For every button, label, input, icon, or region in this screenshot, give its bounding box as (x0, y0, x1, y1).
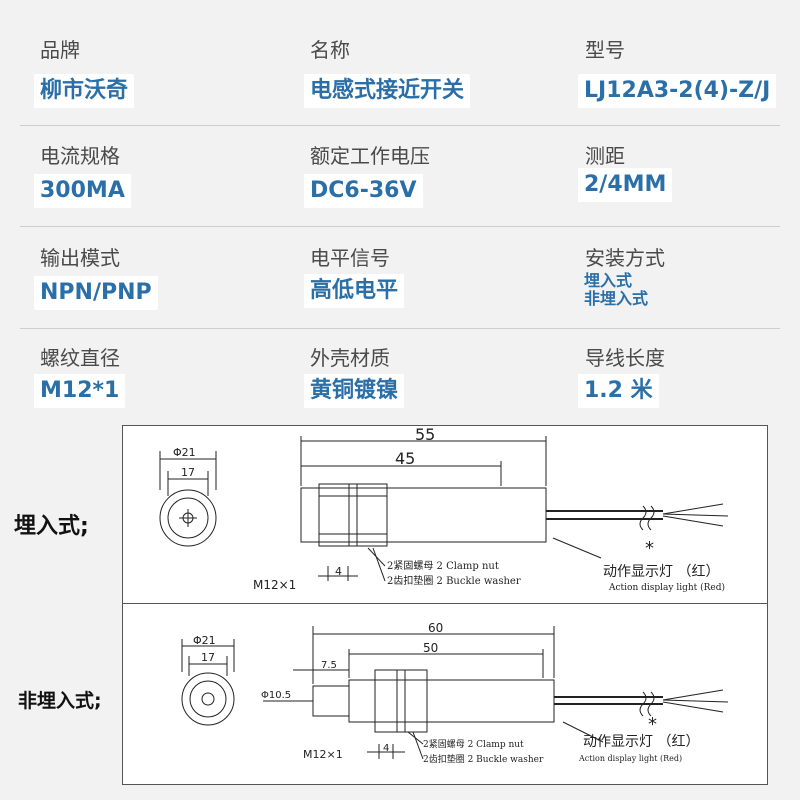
spec-label-current: 电流规格 (40, 144, 120, 168)
face-inner-circle (167, 497, 209, 539)
hex-width-label: 17 (201, 651, 215, 664)
face-center-circle (201, 692, 215, 706)
spec-value-mounting-2: 非埋入式 (584, 289, 649, 308)
indicator-label: 动作显示灯 （红） (603, 564, 719, 580)
spec-label-cable: 导线长度 (585, 346, 665, 370)
sensor-body (348, 679, 555, 723)
spec-label-level: 电平信号 (310, 246, 390, 270)
clamp-nut-left (318, 483, 350, 547)
sensor-head (312, 685, 350, 717)
spec-value-level: 高低电平 (304, 274, 405, 308)
non-embedded-side-label: 非埋入式; (18, 690, 102, 712)
washer-label: 2齿扣垫圈 2 Buckle washer (387, 574, 521, 587)
spec-grid: 品牌 柳市沃奇 名称 电感式接近开关 型号 LJ12A3-2(4)-Z/J 电流… (20, 38, 780, 408)
sensor-body (300, 487, 547, 543)
hex-width-label: 17 (181, 466, 195, 479)
spec-value-current: 300MA (34, 174, 131, 208)
protrusion-label: 7.5 (321, 660, 337, 671)
spec-label-output: 输出模式 (40, 246, 120, 270)
spec-label-distance: 测距 (585, 144, 625, 168)
spec-value-name: 电感式接近开关 (304, 74, 471, 108)
non-embedded-drawing-svg: Φ21 17 60 50 7.5 Φ10.5 4 M12×1 2紧固螺母 2 C… (181, 621, 729, 765)
thread-length-label: 50 (423, 641, 438, 655)
spec-value-housing: 黄铜镀镍 (304, 374, 405, 408)
spec-value-mounting-1: 埋入式 (584, 271, 633, 290)
embedded-dimension-drawing: Φ21 17 55 45 4 M12×1 2紧固螺母 2 Clamp nut 2… (122, 425, 768, 605)
spec-label-mounting: 安装方式 (585, 246, 665, 270)
spec-label-thread: 螺纹直径 (40, 346, 120, 370)
spec-label-voltage: 额定工作电压 (310, 144, 430, 168)
spec-value-cable: 1.2 米 (578, 374, 659, 408)
row-divider (20, 328, 780, 329)
non-embedded-dimension-drawing: Φ21 17 60 50 7.5 Φ10.5 4 M12×1 2紧固螺母 2 C… (122, 603, 768, 785)
asterisk-mark: * (648, 714, 657, 735)
clamp-nut-left (374, 669, 398, 733)
spec-value-voltage: DC6-36V (304, 174, 423, 208)
head-diameter-label: Φ10.5 (261, 690, 291, 701)
row-divider (20, 226, 780, 227)
thread-length-label: 45 (395, 449, 415, 468)
total-length-label: 60 (428, 621, 443, 635)
indicator-label: 动作显示灯 （红） (583, 734, 699, 750)
spec-value-model: LJ12A3-2(4)-Z/J (578, 74, 777, 108)
nut-width-label: 4 (383, 743, 389, 754)
spec-label-brand: 品牌 (40, 38, 80, 62)
thread-spec-label: M12×1 (253, 578, 296, 592)
face-outer-circle (181, 672, 235, 726)
indicator-label-en: Action display light (Red) (578, 754, 682, 763)
asterisk-mark: * (645, 538, 654, 559)
face-diameter-label: Φ21 (193, 634, 216, 647)
embedded-drawing-svg: Φ21 17 55 45 4 M12×1 2紧固螺母 2 Clamp nut 2… (159, 425, 729, 593)
spec-value-thread: M12*1 (34, 374, 126, 408)
indicator-label-en: Action display light (Red) (608, 582, 725, 593)
face-inner-circle (189, 680, 227, 718)
clamp-nut-right (404, 669, 428, 733)
spec-value-distance: 2/4MM (578, 168, 673, 202)
row-divider (20, 125, 780, 126)
nut-width-label: 4 (335, 565, 342, 578)
spec-label-model: 型号 (585, 38, 625, 62)
spec-value-output: NPN/PNP (34, 276, 158, 310)
embedded-side-label: 埋入式; (14, 514, 89, 539)
face-diameter-label: Φ21 (173, 446, 196, 459)
clamp-nut-right (356, 483, 388, 547)
thread-spec-label: M12×1 (303, 748, 343, 761)
washer-label: 2齿扣垫圈 2 Buckle washer (423, 753, 544, 765)
spec-value-brand: 柳市沃奇 (34, 74, 135, 108)
face-outer-circle (159, 489, 217, 547)
total-length-label: 55 (415, 426, 435, 444)
clamp-nut-label: 2紧固螺母 2 Clamp nut (423, 739, 524, 750)
spec-label-housing: 外壳材质 (310, 346, 390, 370)
spec-label-name: 名称 (310, 38, 350, 62)
clamp-nut-label: 2紧固螺母 2 Clamp nut (387, 560, 499, 572)
